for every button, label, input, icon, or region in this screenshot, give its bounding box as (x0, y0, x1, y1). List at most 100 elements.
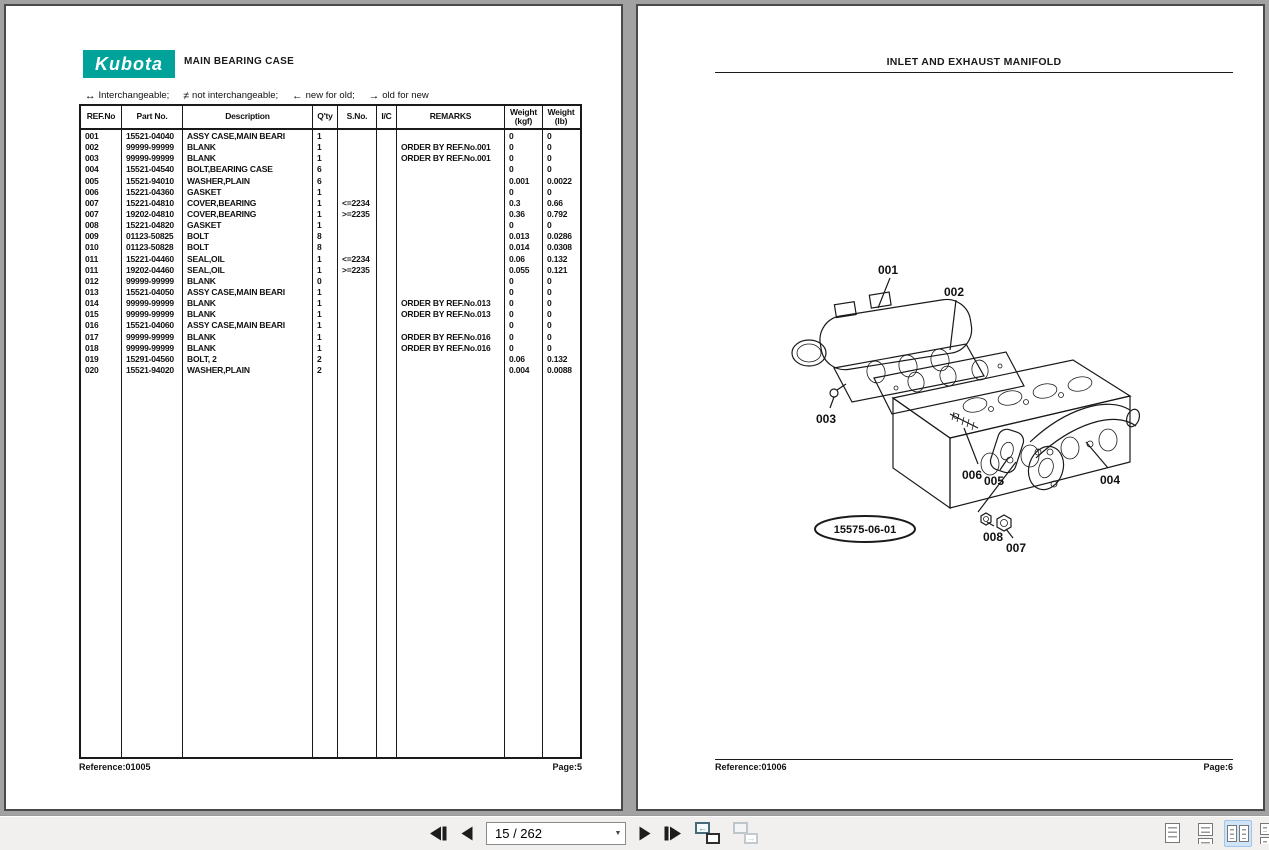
two-page-view-button[interactable] (1224, 819, 1252, 847)
table-cell: 15221-04810 (126, 197, 174, 208)
first-page-button[interactable] (430, 826, 448, 841)
table-cell: 0 (547, 298, 552, 309)
two-page-continuous-view-button[interactable] (1257, 820, 1269, 847)
last-page-button[interactable] (664, 826, 682, 841)
table-cell: 012 (85, 275, 99, 286)
table-cell: 008 (85, 220, 99, 231)
table-cell (397, 187, 505, 198)
column-header: Part No. (136, 111, 168, 122)
table-cell (338, 153, 377, 164)
table-cell (377, 131, 397, 142)
page-number: Page:5 (552, 762, 582, 772)
table-cell: 0 (547, 320, 552, 331)
next-page-icon (639, 826, 651, 840)
legend-item: ↔Interchangeable; (85, 90, 169, 102)
table-cell: 0.06 (509, 353, 525, 364)
continuous-page-icon (1197, 822, 1213, 844)
column-header: Q'ty (317, 111, 333, 122)
table-cell (397, 209, 505, 220)
table-cell (338, 187, 377, 198)
table-cell (338, 242, 377, 253)
stud-drawing (949, 411, 979, 431)
next-view-button[interactable]: → (733, 822, 758, 844)
drawing-number-badge: 15575-06-01 (814, 515, 916, 543)
callout-008: 008 (983, 530, 1003, 544)
table-cell (338, 354, 377, 365)
table-cell: 1 (317, 220, 322, 231)
table-cell (397, 131, 505, 142)
previous-page-button[interactable] (461, 826, 473, 841)
table-cell: 1 (317, 253, 322, 264)
legend-symbol-icon: ≠ (183, 90, 190, 102)
table-cell: 0 (547, 186, 552, 197)
table-cell: ORDER BY REF.No.013 (401, 298, 491, 309)
table-cell: BOLT,BEARING CASE (187, 164, 273, 175)
table-cell (397, 176, 505, 187)
arrow-right-icon: → (746, 833, 756, 843)
table-cell: 0 (547, 275, 552, 286)
single-page-view-button[interactable] (1158, 820, 1186, 847)
page-indicator: 15 / 262 (495, 825, 542, 841)
table-cell: 001 (85, 131, 99, 141)
table-cell: 0.3 (509, 197, 521, 208)
chevron-down-icon[interactable]: ▼ (614, 829, 622, 837)
table-cell (397, 276, 505, 287)
table-cell: 0.132 (547, 353, 568, 364)
table-cell: 15521-04540 (126, 164, 174, 175)
table-cell: 0.004 (509, 364, 530, 375)
table-cell: ORDER BY REF.No.001 (401, 153, 491, 164)
table-cell (377, 320, 397, 331)
column-header: REF.No (86, 111, 116, 122)
table-cell (377, 365, 397, 376)
table-cell: 2 (317, 353, 322, 364)
table-cell (377, 298, 397, 309)
table-cell: 0.0308 (547, 242, 572, 253)
table-cell (377, 332, 397, 343)
table-cell: >=2235 (342, 264, 370, 275)
previous-view-button[interactable]: ← (695, 822, 720, 844)
table-cell: WASHER,PLAIN (187, 175, 250, 186)
table-cell: <=2234 (342, 197, 370, 208)
table-cell: 1 (317, 208, 322, 219)
table-cell: 0.121 (547, 264, 568, 275)
table-cell: 01123-50828 (126, 242, 174, 253)
table-cell (377, 254, 397, 265)
table-cell (338, 365, 377, 376)
table-cell: 019 (85, 353, 99, 364)
callout-001: 001 (878, 263, 898, 277)
table-cell: 99999-99999 (126, 153, 174, 164)
table-cell (377, 153, 397, 164)
table-cell: 009 (85, 231, 99, 242)
page-selector-dropdown[interactable]: 15 / 262 ▼ (486, 821, 626, 845)
column-header: Weight (kgf) (510, 106, 537, 126)
table-cell (338, 343, 377, 354)
table-cell (397, 287, 505, 298)
table-cell: ORDER BY REF.No.016 (401, 342, 491, 353)
table-cell: 017 (85, 331, 99, 342)
table-cell: 007 (85, 208, 99, 219)
table-cell: 6 (317, 164, 322, 175)
legend-symbol-icon: ↔ (85, 90, 96, 102)
table-cell (338, 220, 377, 231)
table-cell: COVER,BEARING (187, 208, 257, 219)
table-cell: 99999-99999 (126, 331, 174, 342)
table-cell (377, 176, 397, 187)
next-page-button[interactable] (639, 826, 651, 841)
parts-table-columns (81, 106, 580, 757)
inlet-manifold-drawing (791, 291, 985, 403)
table-cell: 8 (317, 231, 322, 242)
continuous-view-button[interactable] (1191, 820, 1219, 847)
